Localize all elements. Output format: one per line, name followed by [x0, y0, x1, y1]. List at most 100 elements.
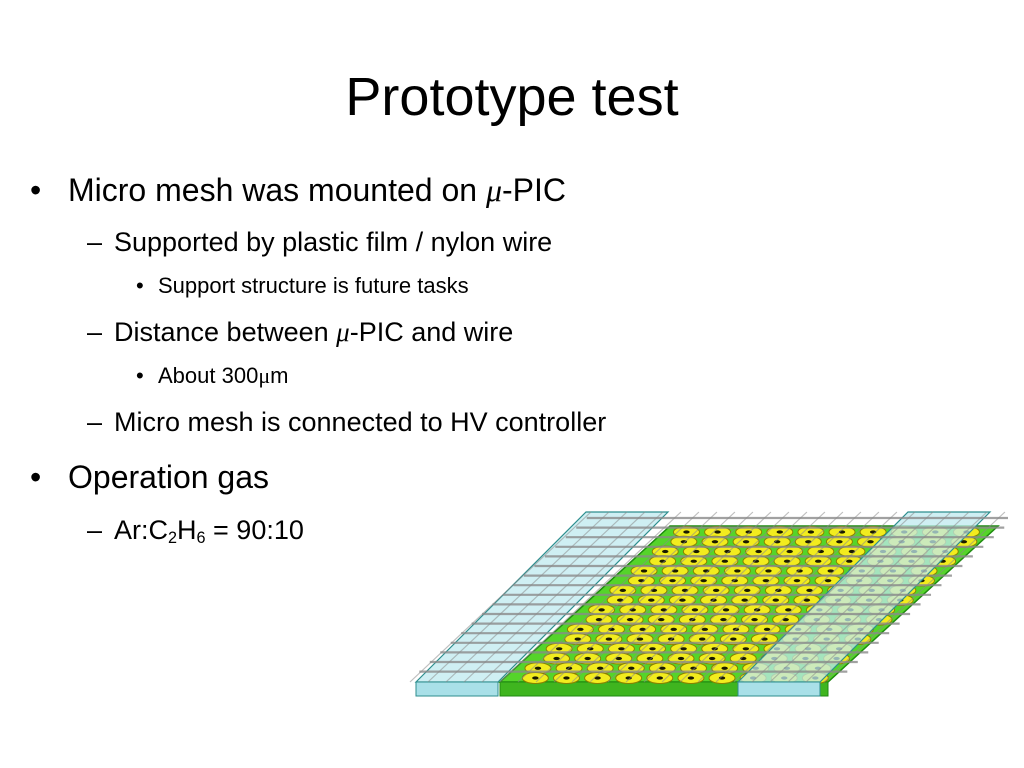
mesh-wire	[751, 511, 934, 683]
pixel-anode	[662, 549, 669, 554]
pixel-anode	[691, 608, 699, 612]
pixel-anode	[677, 656, 685, 661]
pixel-anode	[803, 598, 811, 602]
pixel-anode	[783, 559, 791, 563]
mesh-wire	[409, 511, 592, 683]
pixel-anode	[658, 618, 665, 622]
mesh-wire	[535, 511, 718, 683]
pixel-anode	[806, 588, 813, 592]
mesh-wire	[715, 511, 898, 683]
pixel-anode	[618, 647, 625, 651]
gas-mixture-text: Ar:C2H6 = 90:10	[114, 515, 304, 548]
mesh-wire	[679, 511, 862, 683]
mesh-wire	[445, 511, 628, 683]
sub-sub-bullet-text: Support structure is future tasks	[158, 273, 469, 298]
pixel-anode	[765, 569, 772, 573]
pixel-anode	[751, 618, 758, 622]
pixel-anode	[636, 637, 644, 641]
bullet-text: Operation gas	[68, 459, 270, 495]
mesh-wire	[625, 511, 808, 683]
mesh-wire	[463, 511, 646, 683]
pixel-anode	[595, 618, 603, 622]
wire-layer	[409, 511, 1008, 683]
pixel-anode	[615, 656, 622, 661]
pixel-anode	[708, 656, 716, 661]
pixel-anode	[699, 637, 706, 641]
bullet-marker: •	[30, 172, 42, 208]
mesh-wire	[697, 511, 880, 683]
pixel-anode	[762, 579, 770, 583]
pixel-anode	[700, 579, 707, 583]
pixel-anode	[534, 666, 542, 670]
pixel-anode	[693, 549, 700, 554]
pixel-anode	[846, 559, 853, 563]
plastic-film-left-front	[415, 681, 499, 697]
mesh-wire	[553, 511, 736, 683]
pixel-anode	[734, 569, 741, 573]
pixel-anode	[824, 579, 832, 583]
pixel-anode	[712, 588, 720, 592]
pixel-anode	[827, 569, 834, 573]
pixel-anode	[690, 559, 697, 563]
pixel-anode	[785, 608, 792, 612]
pixel-anode	[598, 608, 605, 612]
mesh-wire	[769, 511, 952, 683]
dash-marker: –	[87, 227, 103, 257]
pixel-anode	[626, 618, 634, 622]
pixel-anode	[776, 530, 783, 534]
mesh-wire	[499, 511, 682, 683]
pixel-anode	[744, 588, 751, 592]
dash-marker: –	[87, 407, 103, 437]
pixel-anode	[659, 666, 666, 670]
pixel-anode	[772, 598, 779, 602]
mesh-wire	[517, 511, 700, 683]
pixel-anode	[720, 618, 727, 622]
pixel-anode	[669, 579, 676, 583]
sub-bullet-text: Distance between μ-PIC and wire	[114, 317, 514, 347]
pixel-anode	[701, 627, 709, 631]
pixel-anode	[619, 588, 627, 592]
pixel-anode	[596, 666, 604, 670]
mu-pic-mesh-illustration	[409, 511, 1008, 697]
dash-marker: –	[87, 515, 103, 545]
bullet-marker: •	[30, 459, 42, 495]
pixel-anode	[639, 627, 646, 631]
bullet-text: Micro mesh was mounted on μ-PIC	[68, 172, 567, 208]
pixel-anode	[807, 530, 815, 534]
pixel-anode	[563, 676, 570, 680]
pixel-anode	[721, 666, 728, 670]
pixel-anode	[814, 559, 822, 563]
pixel-anode	[555, 647, 563, 651]
pixel-anode	[786, 549, 793, 554]
mesh-wire	[643, 511, 826, 683]
pixel-anode	[628, 666, 635, 670]
sub-bullet-text: Supported by plastic film / nylon wire	[114, 227, 553, 257]
pixel-anode	[714, 530, 721, 534]
pixel-anode	[584, 656, 591, 661]
pixel-anode	[687, 676, 695, 680]
mesh-wire	[481, 511, 664, 683]
mesh-wire	[661, 511, 844, 683]
pixel-anode	[763, 627, 771, 631]
pixel-anode	[574, 637, 581, 641]
pixel-anode	[640, 569, 648, 573]
pixel-anode	[711, 540, 719, 544]
pixel-anode	[793, 579, 801, 583]
pixel-anode	[648, 598, 655, 602]
pixel-anode	[532, 676, 539, 680]
sub-bullet-text: Micro mesh is connected to HV controller	[114, 407, 607, 437]
mesh-wire	[589, 511, 772, 683]
pixel-anode	[670, 627, 677, 631]
pixel-anode	[553, 656, 560, 661]
bullet-marker: •	[136, 363, 144, 388]
pixel-anode	[679, 598, 686, 602]
mesh-wire	[823, 511, 1006, 683]
pixel-anode	[742, 647, 750, 651]
dash-marker: –	[87, 317, 103, 347]
sub-sub-bullet-text: About 300μm	[158, 363, 289, 388]
mesh-wire	[733, 511, 916, 683]
pixel-anode	[722, 608, 730, 612]
mesh-wire	[805, 511, 988, 683]
mesh-wire	[571, 511, 754, 683]
